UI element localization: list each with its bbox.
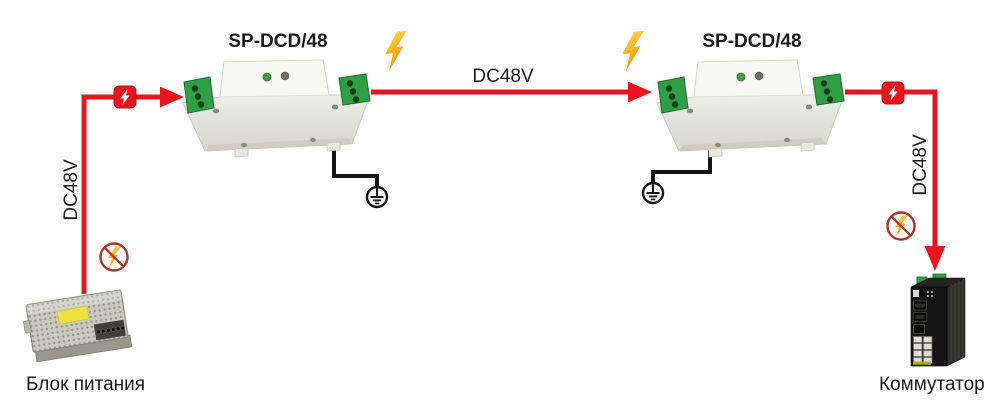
arrowhead-into-switch — [924, 246, 946, 271]
lightning-in-red-square-icon — [881, 81, 905, 105]
arrowhead-into-spd1 — [160, 86, 184, 108]
wire-spd1-to-spd2 — [371, 81, 652, 103]
power-supply-image — [23, 289, 133, 363]
spd1-title: SP-DCD/48 — [228, 31, 328, 52]
output-voltage-label: DC48V — [910, 134, 931, 196]
crossed-lightning-circle-icon — [886, 211, 916, 241]
ground-wire-device2 — [641, 150, 712, 205]
spd-device-2-image — [656, 59, 845, 158]
ground-wire-device1 — [332, 150, 389, 209]
link-voltage-label: DC48V — [472, 66, 534, 87]
spd-device-1-image — [182, 59, 371, 158]
lightning-bolt-icon — [383, 30, 411, 72]
power-supply-label: Блок питания — [26, 374, 146, 395]
ground-earth-icon — [365, 185, 389, 209]
wire-psu-to-spd1 — [81, 86, 184, 294]
switch-image — [910, 273, 966, 367]
crossed-lightning-circle-icon — [99, 242, 129, 272]
lightning-bolt-icon — [620, 30, 648, 72]
ground-earth-icon — [641, 181, 665, 205]
spd2-title: SP-DCD/48 — [702, 31, 802, 52]
input-voltage-label: DC48V — [61, 159, 82, 221]
switch-label: Коммутатор — [879, 374, 985, 395]
lightning-in-red-square-icon — [113, 85, 137, 109]
arrowhead-into-spd2 — [628, 81, 652, 103]
wire-spd2-to-switch — [845, 89, 946, 271]
